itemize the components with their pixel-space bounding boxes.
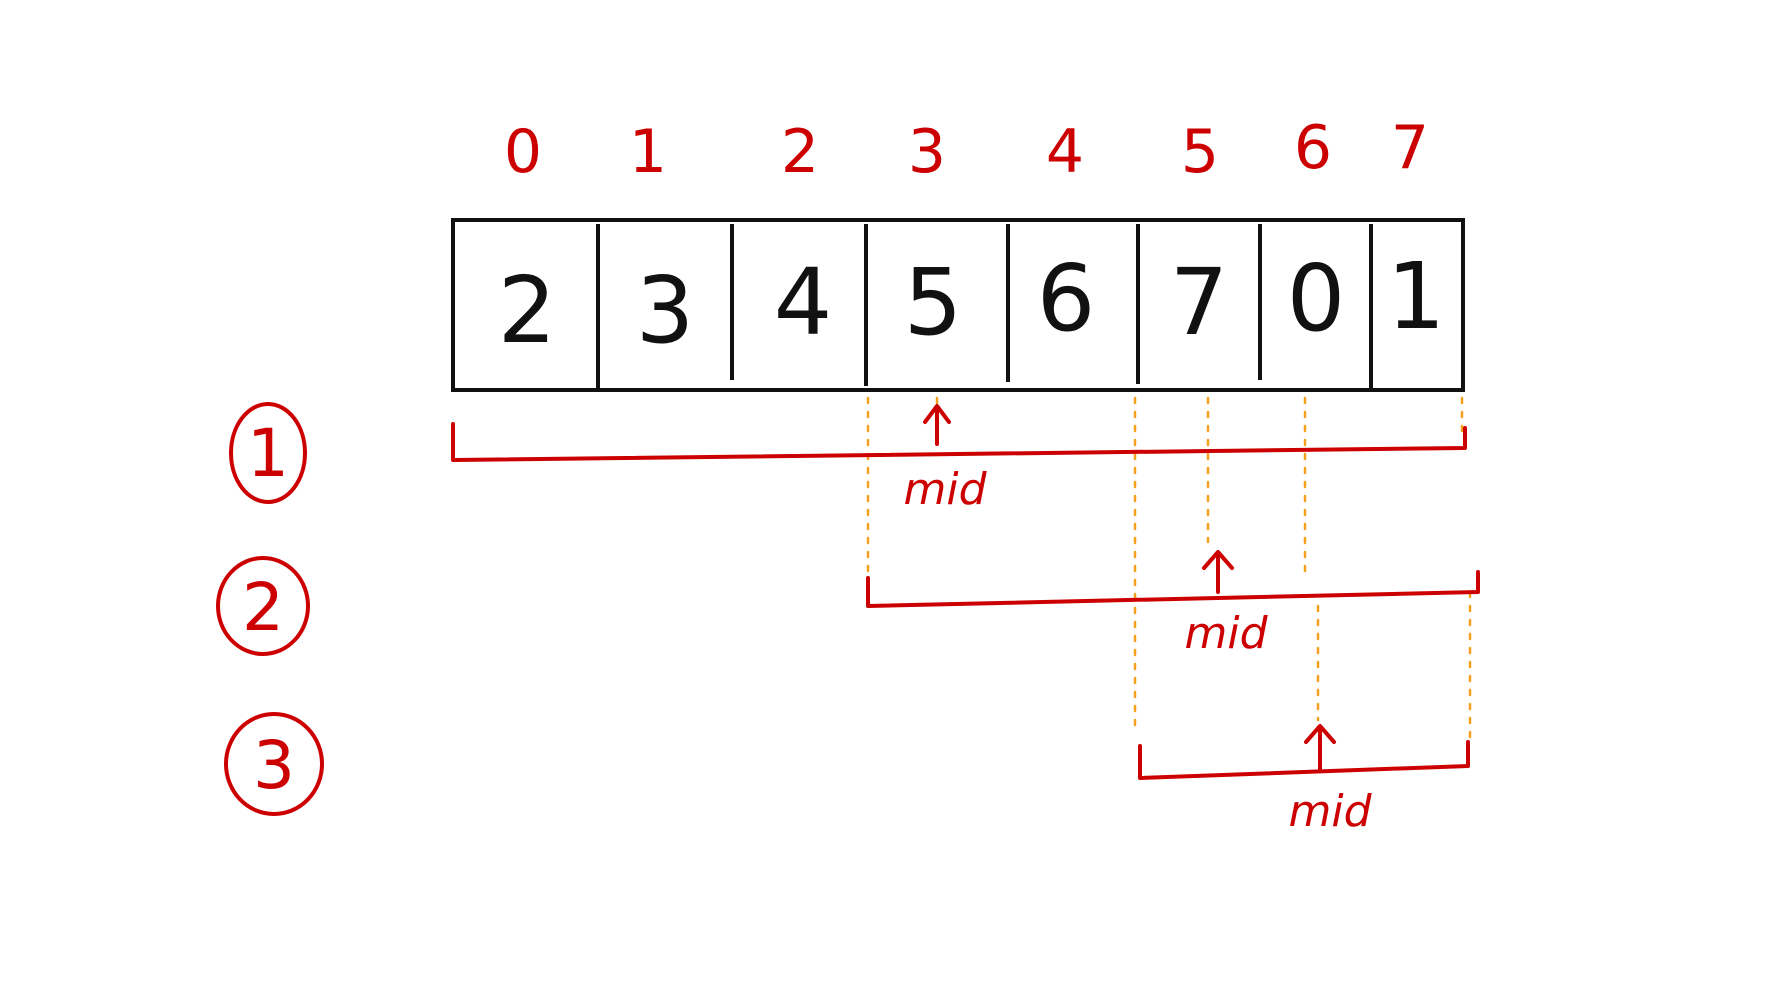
mid-arrow (923, 404, 951, 446)
array-value: 5 (904, 249, 963, 356)
step-number: 1 (247, 415, 289, 492)
step-number: 3 (253, 727, 295, 804)
array-value: 1 (1387, 243, 1446, 350)
mid-arrow (1304, 724, 1336, 772)
index-label: 0 (504, 117, 542, 187)
array-box: 2 3 4 5 6 7 0 1 (451, 218, 1465, 392)
mid-label: mid (903, 464, 987, 515)
mid-arrow (1202, 550, 1234, 594)
search-range-bracket (1138, 740, 1470, 780)
index-label: 7 (1391, 113, 1429, 183)
array-value: 0 (1287, 245, 1346, 352)
step-3: 3 mid (224, 712, 1470, 837)
mid-label: mid (1288, 786, 1372, 837)
step-number-circle (216, 556, 310, 656)
array-outline (451, 218, 1465, 392)
step-number-circle (229, 402, 307, 504)
array-value: 3 (636, 257, 695, 364)
index-label: 3 (908, 117, 946, 187)
index-labels: 0 1 2 3 4 5 6 7 (504, 113, 1429, 187)
array-value: 2 (498, 257, 557, 364)
array-value: 6 (1037, 245, 1096, 352)
mid-label: mid (1184, 608, 1268, 659)
index-label: 2 (781, 117, 819, 187)
step-2: 2 mid (216, 550, 1480, 659)
step-number-circle (224, 712, 324, 816)
search-range-bracket (866, 570, 1480, 608)
index-label: 4 (1046, 117, 1084, 187)
array-value: 4 (774, 249, 833, 356)
index-label: 1 (629, 117, 667, 187)
search-range-bracket (451, 422, 1467, 462)
index-label: 5 (1181, 117, 1219, 187)
index-label: 6 (1294, 113, 1332, 183)
step-number: 2 (242, 569, 284, 646)
step-1: 1 mid (229, 402, 1467, 515)
array-value: 7 (1170, 249, 1229, 356)
